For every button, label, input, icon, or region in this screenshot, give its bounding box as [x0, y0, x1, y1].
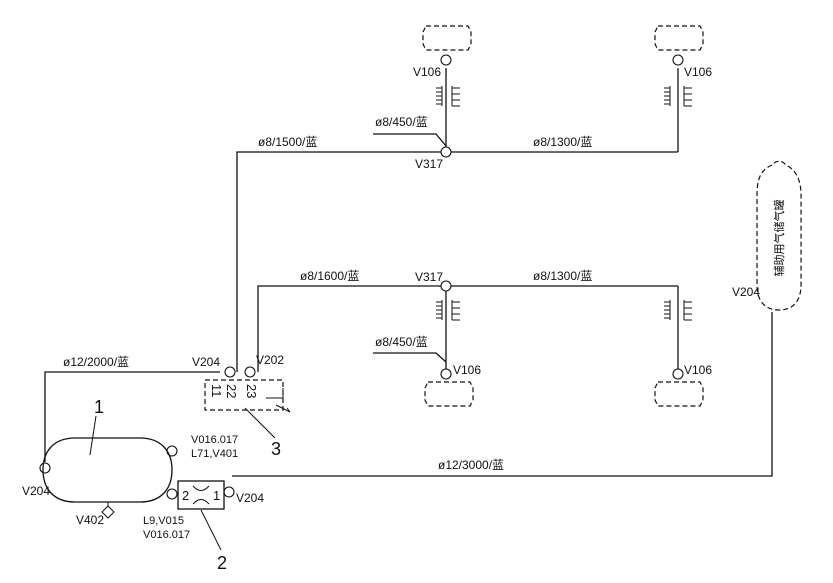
pipe-label-upper-branch: ø8/450/蓝	[375, 115, 428, 129]
chamber-upper-right	[654, 25, 704, 51]
pipe-upper-main	[236, 151, 678, 372]
label-v202: V202	[256, 353, 284, 367]
fitting-v317-lower	[440, 280, 452, 292]
pipe-upper-branch	[373, 133, 447, 147]
valve-port-11: 11	[209, 384, 224, 398]
aux-tank-label: 辅助用气储气罐	[772, 200, 786, 277]
filter-body	[177, 480, 225, 510]
label-v106-a: V106	[413, 65, 441, 79]
tank-number: 1	[94, 397, 104, 417]
pipe-label-lower-main: ø8/1600/蓝	[300, 269, 359, 283]
label-v317-upper: V317	[415, 157, 443, 171]
relay-valve-body	[204, 379, 284, 411]
filter-throat	[192, 485, 210, 505]
label-v204-valve: V204	[192, 355, 220, 369]
drain-valve-icon	[101, 502, 115, 519]
pipe-label-aux: ø12/3000/蓝	[438, 458, 504, 472]
label-v402: V402	[76, 513, 104, 527]
fitting-v202	[244, 366, 256, 378]
pipe-label-lower-right: ø8/1300/蓝	[533, 269, 592, 283]
valve-spring-icon	[266, 388, 291, 413]
bellows-lower-right	[664, 300, 692, 321]
pipe-lower-main	[257, 285, 678, 372]
chamber-lower-left	[424, 381, 474, 407]
fitting-v106-b	[672, 54, 684, 66]
chamber-upper-left	[422, 25, 472, 51]
pipe-aux	[232, 312, 773, 477]
pipe-lower-branch	[373, 352, 447, 363]
pipe-label-upper-main: ø8/1500/蓝	[258, 135, 317, 149]
fitting-v106-d	[672, 368, 684, 380]
fitting-v106-c	[440, 368, 452, 380]
pipe-label-supply: ø12/2000/蓝	[63, 355, 129, 369]
bellows-upper-left	[436, 86, 460, 107]
valve-port-22: 22	[224, 384, 239, 398]
bellows-lower-left	[436, 300, 460, 321]
label-v204-filter: V204	[236, 491, 264, 505]
filter-port-left: 2	[182, 488, 189, 503]
fitting-v317-upper	[440, 146, 452, 158]
valve-port-23: 23	[244, 384, 259, 398]
label-l9: L9,V015	[143, 515, 184, 527]
pipe-supply	[44, 371, 220, 462]
fitting-v204-tank	[39, 462, 51, 474]
chamber-lower-right	[654, 381, 704, 407]
main-tank	[42, 437, 173, 503]
bellows-upper-right	[664, 86, 692, 107]
label-v204-tank: V204	[22, 484, 50, 498]
label-v016-bottom: V016.017	[143, 529, 190, 541]
valve-number: 3	[271, 439, 281, 459]
fitting-v106-a	[440, 54, 452, 66]
fitting-v204-filter	[223, 486, 235, 498]
label-v106-d: V106	[684, 363, 712, 377]
valve-leader	[244, 407, 276, 439]
label-v106-b: V106	[684, 65, 712, 79]
filter-number: 2	[217, 553, 227, 573]
fitting-l9	[166, 488, 178, 500]
fitting-v204-valve	[224, 366, 236, 378]
tank-leader	[89, 415, 97, 456]
aux-tank	[756, 160, 802, 311]
label-l71: L71,V401	[191, 448, 238, 460]
pipe-label-upper-right: ø8/1300/蓝	[533, 135, 592, 149]
filter-port-right: 1	[213, 488, 220, 503]
filter-leader	[200, 509, 222, 551]
label-v317-lower: V317	[415, 270, 443, 284]
label-v016-top: V016.017	[191, 434, 238, 446]
label-v106-c: V106	[453, 363, 481, 377]
label-v204-aux: V204	[732, 285, 760, 299]
pipe-label-lower-branch: ø8/450/蓝	[375, 335, 428, 349]
